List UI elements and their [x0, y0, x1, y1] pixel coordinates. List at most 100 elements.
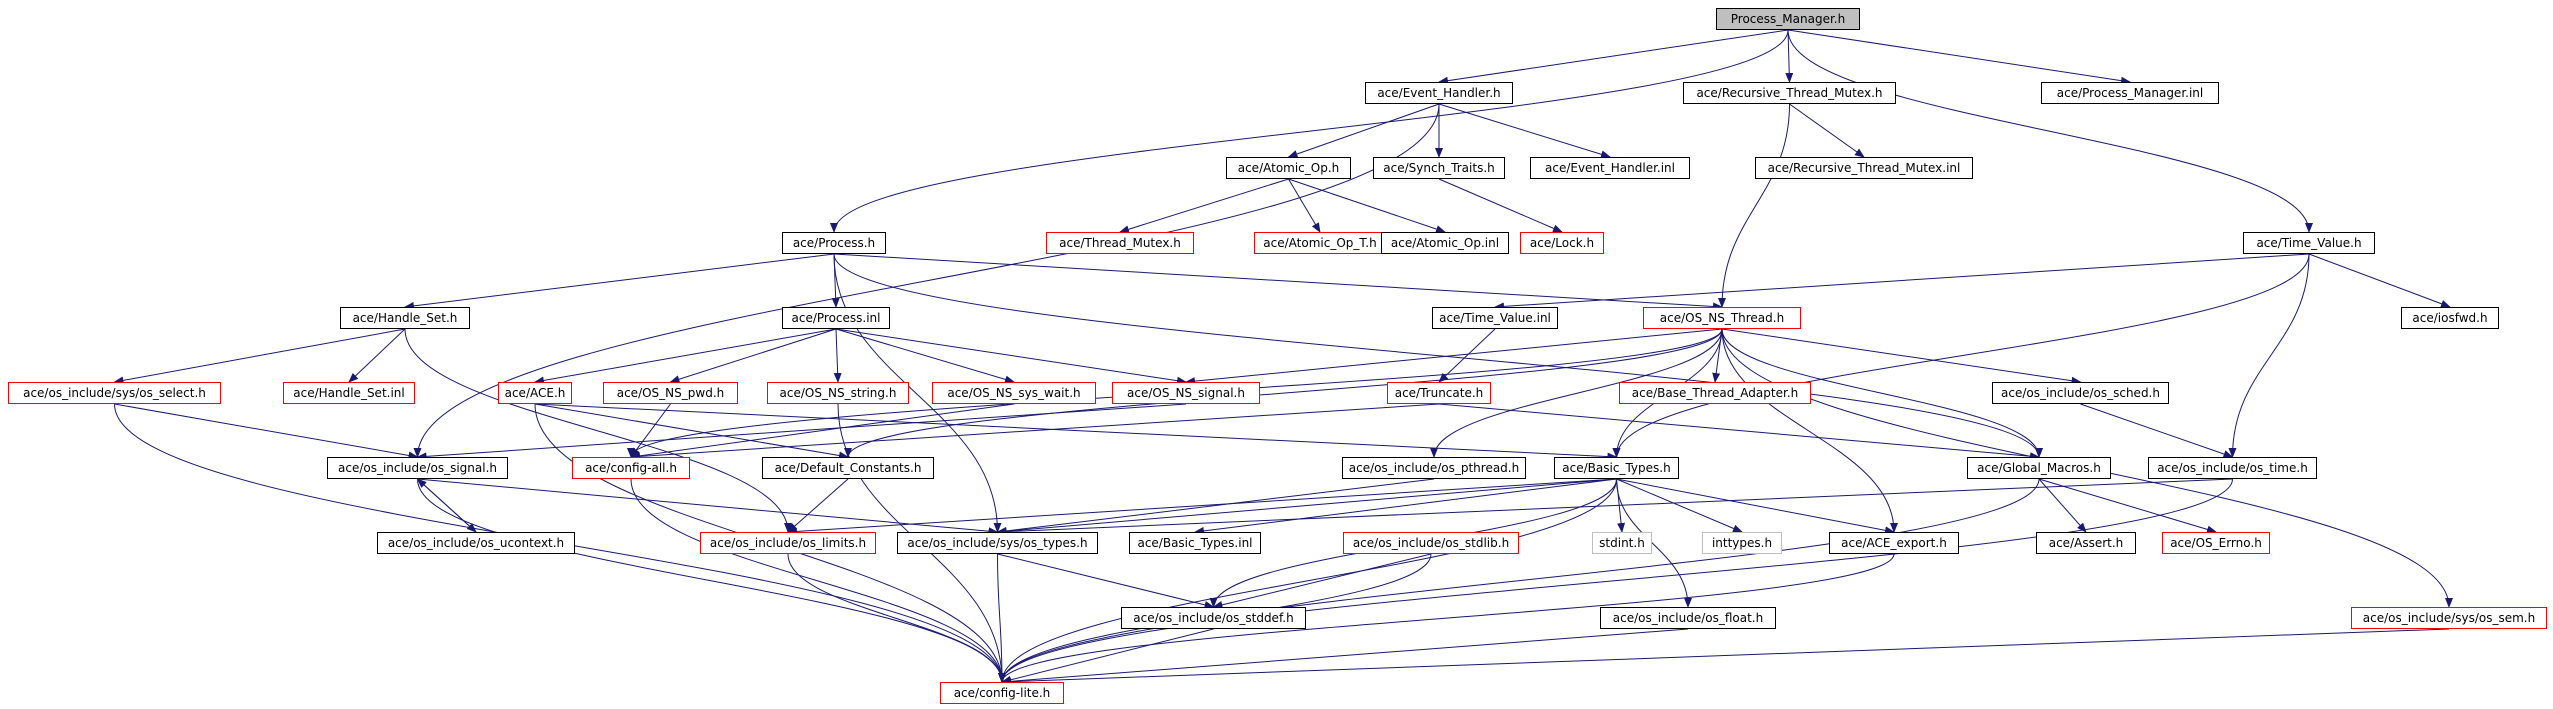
edge-os_ns_thread_h-to-default_constants_h — [844, 328, 1723, 458]
node-iosfwd-h[interactable]: ace/iosfwd.h — [2401, 307, 2499, 329]
edge-os_ns_thread_h-to-os_pthread_h — [1430, 328, 1723, 458]
node-os-sem-h[interactable]: ace/os_include/sys/os_sem.h — [2351, 607, 2547, 629]
node-stdint-h[interactable]: stdint.h — [1592, 532, 1652, 554]
edge-process_h-to-os_types_h — [833, 253, 1002, 533]
edge-basic_types_h-to-os_types_h — [996, 478, 1617, 536]
edge-process_inl-to-ace_h — [534, 328, 837, 385]
edge-os_limits_h-to-config_lite_h — [787, 553, 1006, 683]
edge-os_pthread_h-to-os_types_h — [996, 478, 1435, 535]
node-default-constants-h[interactable]: ace/Default_Constants.h — [762, 457, 934, 479]
edge-global_macros_h-to-config_lite_h — [998, 478, 2040, 683]
node-event-handler-h[interactable]: ace/Event_Handler.h — [1365, 82, 1513, 104]
edge-config_all_h-to-config_lite_h — [630, 478, 1006, 683]
node-os-stdlib-h[interactable]: ace/os_include/os_stdlib.h — [1343, 532, 1519, 554]
edge-global_macros_h-to-os_errno_h — [2038, 478, 2217, 534]
node-event-handler-inl[interactable]: ace/Event_Handler.inl — [1530, 157, 1690, 179]
node-os-ns-thread-h[interactable]: ace/OS_NS_Thread.h — [1643, 307, 1801, 329]
edge-os_time_h-to-config_lite_h — [998, 478, 2233, 683]
node-os-ns-pwd-h[interactable]: ace/OS_NS_pwd.h — [603, 382, 738, 404]
edge-process_inl-to-os_ns_sys_wait_h — [835, 328, 1015, 384]
node-time-value-h[interactable]: ace/Time_Value.h — [2243, 232, 2375, 254]
node-os-ucontext-h[interactable]: ace/os_include/os_ucontext.h — [377, 532, 575, 554]
node-config-all-h[interactable]: ace/config-all.h — [572, 457, 690, 479]
node-os-pthread-h[interactable]: ace/os_include/os_pthread.h — [1342, 457, 1526, 479]
node-rtm-h[interactable]: ace/Recursive_Thread_Mutex.h — [1683, 82, 1896, 104]
node-pm-inl[interactable]: ace/Process_Manager.inl — [2041, 82, 2219, 104]
edge-process_inl-to-os_ns_string_h — [833, 328, 842, 383]
node-atomic-op-inl[interactable]: ace/Atomic_Op.inl — [1381, 232, 1509, 254]
node-basic-types-h[interactable]: ace/Basic_Types.h — [1554, 457, 1679, 479]
node-global-macros-h[interactable]: ace/Global_Macros.h — [1967, 457, 2111, 479]
edge-process_h-to-os_ns_thread_h — [833, 253, 1723, 311]
edge-process_inl-to-os_ns_pwd_h — [669, 328, 837, 384]
edge-os_types_h-to-config_lite_h — [997, 553, 1006, 683]
edge-pm_h-to-pm_inl — [1787, 29, 2131, 85]
node-os-signal-h[interactable]: ace/os_include/os_signal.h — [327, 457, 508, 479]
edge-truncate_h-to-config_all_h — [630, 403, 1440, 461]
edge-os_stddef_h-to-config_lite_h — [1001, 628, 1214, 684]
node-lock-h[interactable]: ace/Lock.h — [1520, 232, 1604, 254]
node-os-select-h[interactable]: ace/os_include/sys/os_select.h — [8, 382, 221, 404]
edge-os_signal_h-to-os_types_h — [417, 478, 999, 536]
node-atomic-op-h[interactable]: ace/Atomic_Op.h — [1226, 157, 1351, 179]
node-assert-h[interactable]: ace/Assert.h — [2036, 532, 2136, 554]
edge-pm_h-to-rtm_h — [1785, 29, 1794, 83]
edge-os_sched_h-to-os_time_h — [2080, 403, 2234, 458]
edge-os_ns_thread_h-to-os_sched_h — [1721, 328, 2082, 385]
edge-ace_h-to-default_constants_h — [534, 403, 849, 460]
edge-os_ns_thread_h-to-os_ns_signal_h — [1185, 328, 1723, 386]
edge-os_sem_h-to-config_lite_h — [1001, 628, 2450, 686]
node-base-thread-adapter-h[interactable]: ace/Base_Thread_Adapter.h — [1619, 382, 1811, 404]
node-os-ns-signal-h[interactable]: ace/OS_NS_signal.h — [1112, 382, 1260, 404]
node-os-ns-sys-wait-h[interactable]: ace/OS_NS_sys_wait.h — [932, 382, 1096, 404]
edge-time_value_h-to-time_value_inl — [1494, 253, 2310, 311]
node-truncate-h[interactable]: ace/Truncate.h — [1387, 382, 1491, 404]
node-ace-export-h[interactable]: ace/ACE_export.h — [1829, 532, 1959, 554]
edge-synch_traits_h-to-lock_h — [1438, 178, 1563, 233]
edge-os_ns_thread_h-to-ace_export_h — [1721, 328, 1898, 533]
node-atomic-op-t-h[interactable]: ace/Atomic_Op_T.h — [1254, 232, 1386, 254]
node-handle-set-h[interactable]: ace/Handle_Set.h — [340, 307, 470, 329]
edge-handle_set_h-to-os_select_h — [113, 328, 406, 385]
node-process-h[interactable]: ace/Process.h — [782, 232, 886, 254]
node-rtm-inl[interactable]: ace/Recursive_Thread_Mutex.inl — [1755, 157, 1973, 179]
edge-basic_types_h-to-basic_types_inl — [1194, 478, 1617, 535]
node-inttypes-h[interactable]: inttypes.h — [1702, 532, 1782, 554]
node-os-stddef-h[interactable]: ace/os_include/os_stddef.h — [1121, 607, 1306, 629]
edge-os_ns_signal_h-to-os_signal_h — [416, 403, 1187, 461]
edge-os_ns_thread_h-to-global_macros_h — [1721, 328, 2043, 458]
edge-pm_h-to-time_value_h — [1787, 29, 2313, 233]
node-os-limits-h[interactable]: ace/os_include/os_limits.h — [700, 532, 876, 554]
node-process-inl[interactable]: ace/Process.inl — [782, 307, 890, 329]
edge-time_value_inl-to-truncate_h — [1438, 328, 1496, 383]
node-handle-set-inl[interactable]: ace/Handle_Set.inl — [283, 382, 415, 404]
edge-os_select_h-to-os_signal_h — [114, 403, 419, 460]
node-pm-h[interactable]: Process_Manager.h — [1716, 8, 1860, 30]
node-os-ns-string-h[interactable]: ace/OS_NS_string.h — [767, 382, 909, 404]
edge-basic_types_h-to-config_lite_h — [998, 478, 1617, 683]
edge-ace_h-to-basic_types_h — [534, 403, 1618, 461]
node-ace-h[interactable]: ace/ACE.h — [498, 382, 572, 404]
edge-rtm_h-to-os_ns_thread_h — [1718, 103, 1790, 308]
node-os-errno-h[interactable]: ace/OS_Errno.h — [2162, 532, 2270, 554]
edge-atomic_op_h-to-thread_mutex_h — [1119, 178, 1289, 234]
edge-default_constants_h-to-os_limits_h — [787, 478, 849, 533]
edge-event_handler_h-to-event_handler_inl — [1438, 103, 1611, 159]
node-time-value-inl[interactable]: ace/Time_Value.inl — [1432, 307, 1558, 329]
node-config-lite-h[interactable]: ace/config-lite.h — [940, 682, 1064, 704]
edge-handle_set_h-to-os_limits_h — [404, 328, 792, 533]
edge-process_inl-to-os_ns_signal_h — [835, 328, 1187, 385]
node-os-float-h[interactable]: ace/os_include/os_float.h — [1600, 607, 1776, 629]
node-os-types-h[interactable]: ace/os_include/sys/os_types.h — [897, 532, 1098, 554]
edge-handle_set_h-to-handle_set_inl — [348, 328, 406, 383]
edge-os_signal_h-to-config_lite_h — [417, 478, 1006, 683]
node-basic-types-inl[interactable]: ace/Basic_Types.inl — [1129, 532, 1261, 554]
node-os-time-h[interactable]: ace/os_include/os_time.h — [2148, 457, 2317, 479]
node-synch-traits-h[interactable]: ace/Synch_Traits.h — [1373, 157, 1505, 179]
node-os-sched-h[interactable]: ace/os_include/os_sched.h — [1992, 382, 2169, 404]
node-thread-mutex-h[interactable]: ace/Thread_Mutex.h — [1046, 232, 1194, 254]
edge-os_ns_sys_wait_h-to-config_all_h — [630, 403, 1015, 460]
edge-global_macros_h-to-assert_h — [2038, 478, 2087, 533]
